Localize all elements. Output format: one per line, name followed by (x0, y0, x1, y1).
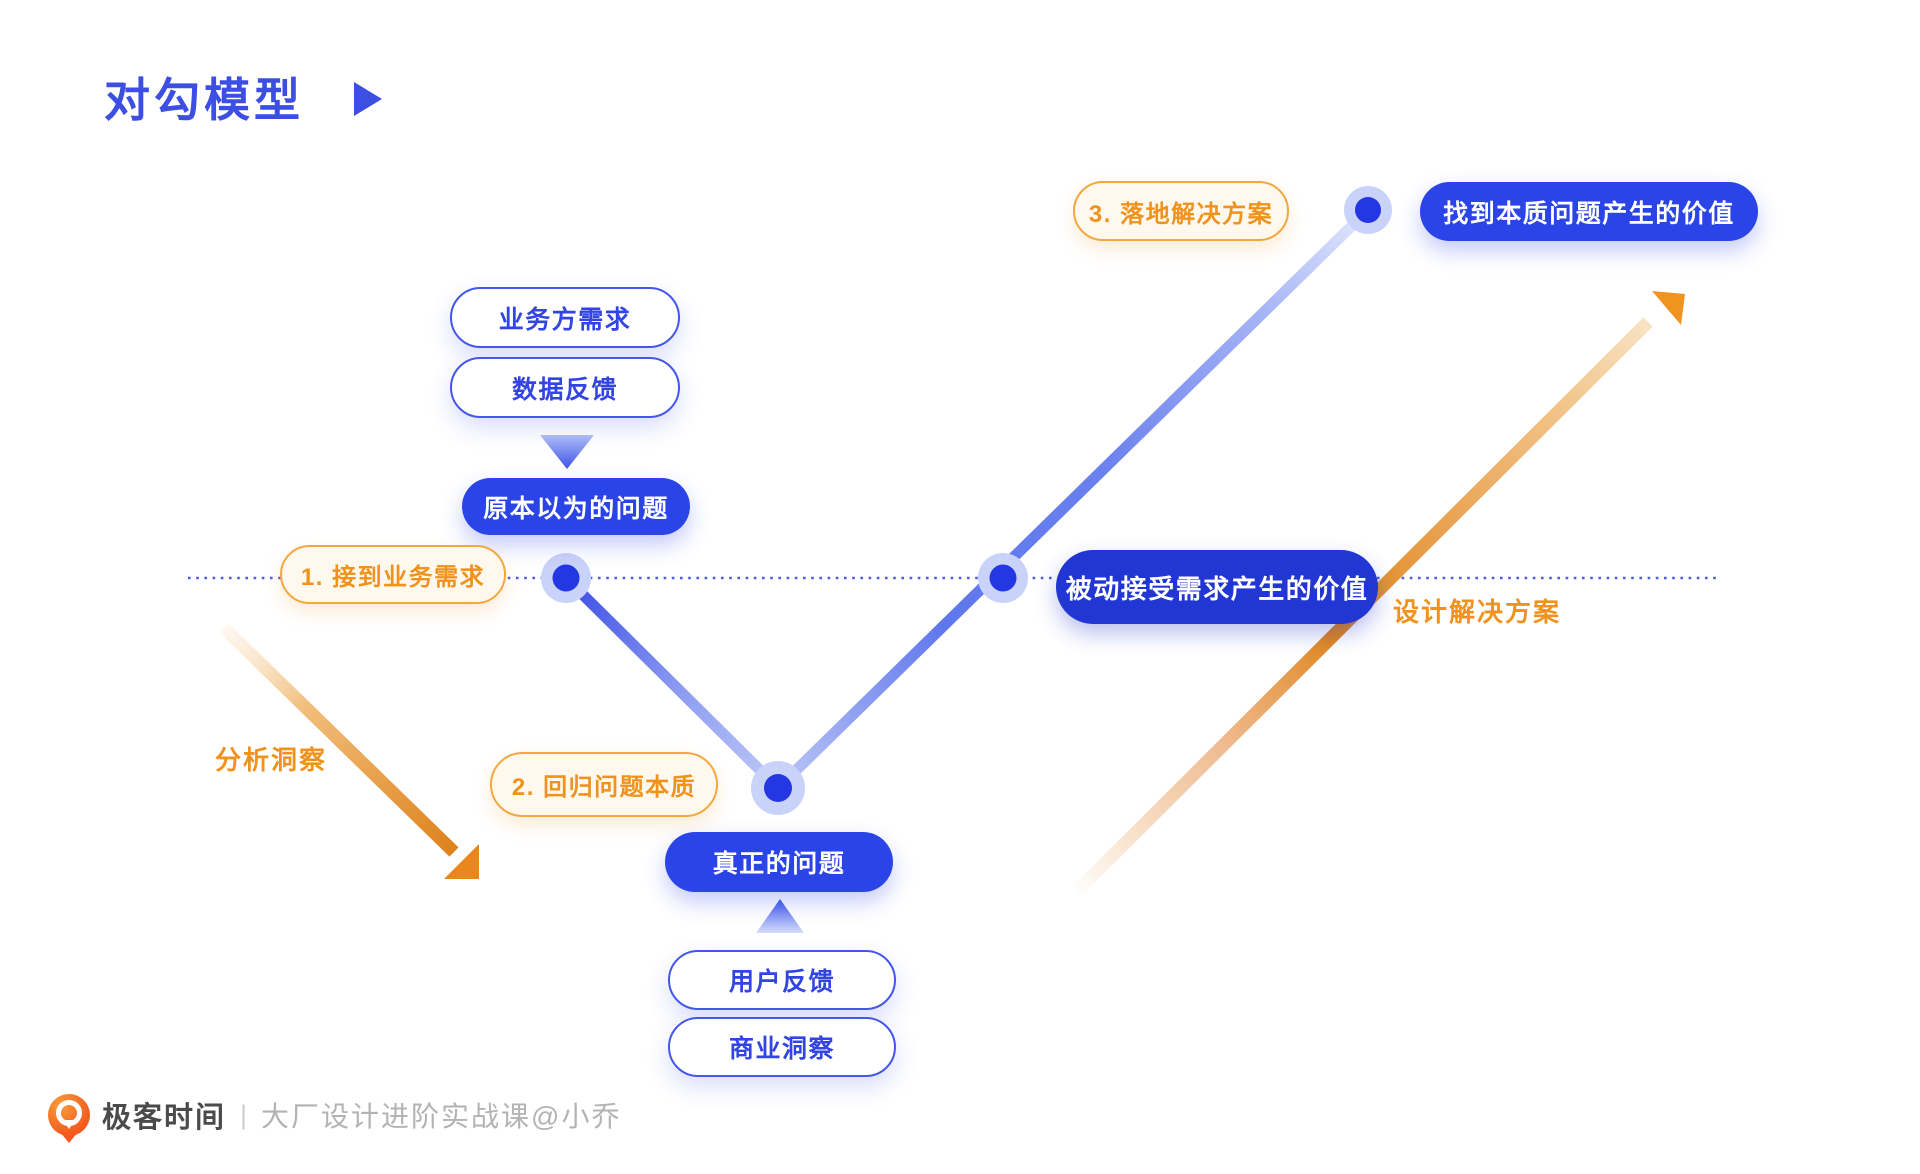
node-top-dot (1344, 186, 1392, 234)
footer-divider: | (240, 1099, 248, 1130)
label-design-solution: 设计解决方案 (1393, 597, 1562, 627)
pill-real-problem: 真正的问题 (665, 832, 893, 892)
play-triangle-icon (354, 82, 382, 116)
arrow-up-connector-icon (756, 899, 804, 933)
node-vertex-dot (751, 761, 805, 815)
analysis-insight-line (219, 623, 459, 857)
node-step1-dot (541, 553, 591, 603)
pill-step2: 2. 回归问题本质 (490, 752, 718, 817)
footer-course-name: 大厂设计进阶实战课@小乔 (261, 1101, 622, 1132)
label-analysis-insight: 分析洞察 (215, 745, 328, 775)
node-passive-value-dot (978, 553, 1028, 603)
geektime-logo-icon (48, 1094, 90, 1143)
pill-business-demand: 业务方需求 (450, 287, 680, 348)
pill-passive-value: 被动接受需求产生的价值 (1056, 550, 1378, 624)
pill-found-value: 找到本质问题产生的价值 (1420, 182, 1758, 241)
pill-assumed-problem: 原本以为的问题 (462, 478, 690, 535)
arrow-down-connector-icon (540, 435, 594, 469)
pill-step1: 1. 接到业务需求 (280, 545, 506, 604)
analysis-arrowhead-icon (444, 844, 479, 879)
pill-data-feedback: 数据反馈 (450, 357, 680, 418)
footer: 极客时间 | 大厂设计进阶实战课@小乔 (48, 1094, 622, 1143)
logo-pin-tail (60, 1132, 78, 1143)
footer-brand-name: 极客时间 (102, 1102, 227, 1134)
pill-step3: 3. 落地解决方案 (1073, 181, 1289, 241)
page-title: 对勾模型 (104, 74, 304, 126)
logo-arrow (63, 1120, 75, 1129)
pill-business-insight: 商业洞察 (668, 1017, 896, 1077)
design-arrowhead-icon (1652, 291, 1685, 325)
pill-user-feedback: 用户反馈 (668, 950, 896, 1010)
ascending-check-line (774, 206, 1372, 792)
descending-check-line (562, 574, 782, 792)
